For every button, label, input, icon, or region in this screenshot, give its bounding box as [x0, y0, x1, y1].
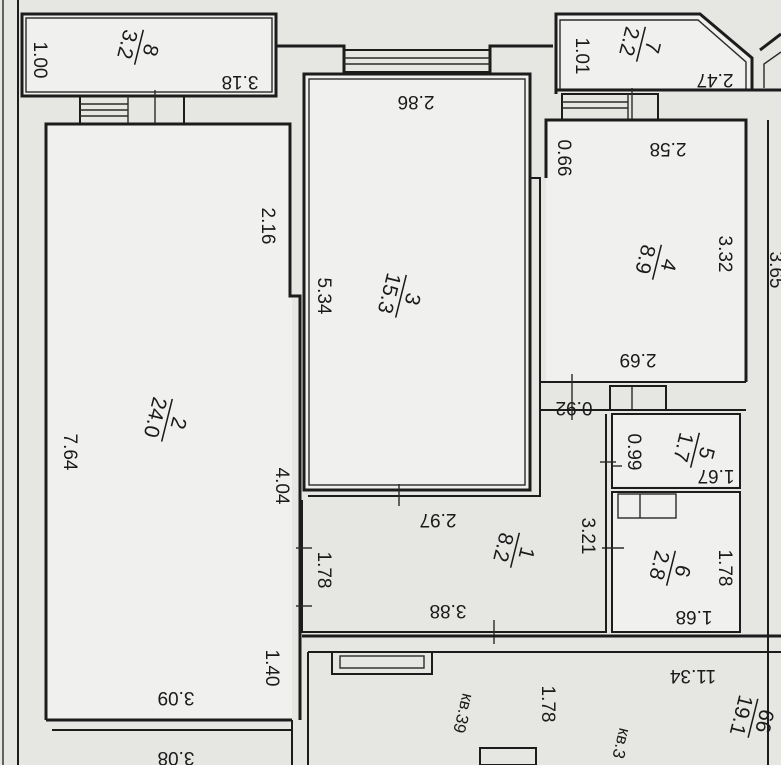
dim-3-88: 3.88: [430, 600, 467, 621]
balcony-7: [554, 12, 781, 94]
dim-5-34: 5.34: [313, 278, 334, 315]
room-1: [296, 414, 616, 644]
svg-text:2: 2: [166, 415, 191, 432]
svg-text:3: 3: [400, 291, 425, 308]
dim-3-09: 3.09: [158, 687, 195, 708]
dim-3-65: 3.65: [765, 252, 781, 289]
dimension-labels: 1.00 3.18 1.01 2.47 2.86 2.58 0.66 2.16 …: [29, 38, 781, 765]
room-label-5: 5 1.7: [668, 430, 719, 468]
dim-11-34: 11.34: [670, 665, 717, 686]
room-label-7: 7 2.2: [614, 24, 665, 62]
dim-2-86: 2.86: [398, 91, 435, 112]
window-room-3: [343, 49, 491, 73]
dim-1-00: 1.00: [29, 42, 50, 79]
svg-text:5: 5: [694, 445, 719, 462]
dim-1-01: 1.01: [571, 38, 592, 75]
svg-text:7: 7: [640, 39, 665, 56]
room-6: [602, 491, 741, 633]
lower-section: [291, 634, 781, 765]
room-3-outer-wall: [308, 177, 541, 497]
dim-2-47: 2.47: [697, 69, 734, 90]
balcony-8: [20, 12, 278, 98]
dim-1-78-c: 1.78: [537, 686, 558, 723]
closet-strip: [540, 374, 746, 420]
room-5: [611, 413, 741, 489]
dim-3-18: 3.18: [222, 71, 259, 92]
room-2: [44, 122, 302, 731]
dim-1-67: 1.67: [698, 465, 735, 486]
dim-4-04: 4.04: [271, 468, 292, 505]
dim-7-64: 7.64: [59, 434, 80, 471]
dim-1-78-b: 1.78: [714, 550, 735, 587]
dim-1-40: 1.40: [261, 650, 282, 687]
dim-3-08: 3.08: [158, 747, 195, 765]
dim-2-69: 2.69: [620, 349, 657, 370]
svg-text:1: 1: [514, 545, 539, 562]
room-4: [540, 118, 769, 765]
dim-1-68: 1.68: [676, 606, 713, 627]
dim-3-21: 3.21: [577, 518, 598, 555]
dim-2-16: 2.16: [257, 208, 278, 245]
room-3: [302, 72, 532, 492]
dim-1-78-a: 1.78: [313, 552, 334, 589]
room-label-1: 1 8.2: [488, 530, 539, 568]
dim-2-58: 2.58: [650, 138, 687, 159]
dim-3-32: 3.32: [714, 236, 735, 273]
dim-0-99: 0.99: [623, 434, 644, 471]
dim-2-97: 2.97: [420, 509, 457, 530]
dim-0-92: 0.92: [556, 397, 593, 418]
dim-0-66: 0.66: [553, 140, 574, 177]
svg-text:6: 6: [670, 563, 695, 580]
svg-text:8: 8: [138, 42, 163, 59]
